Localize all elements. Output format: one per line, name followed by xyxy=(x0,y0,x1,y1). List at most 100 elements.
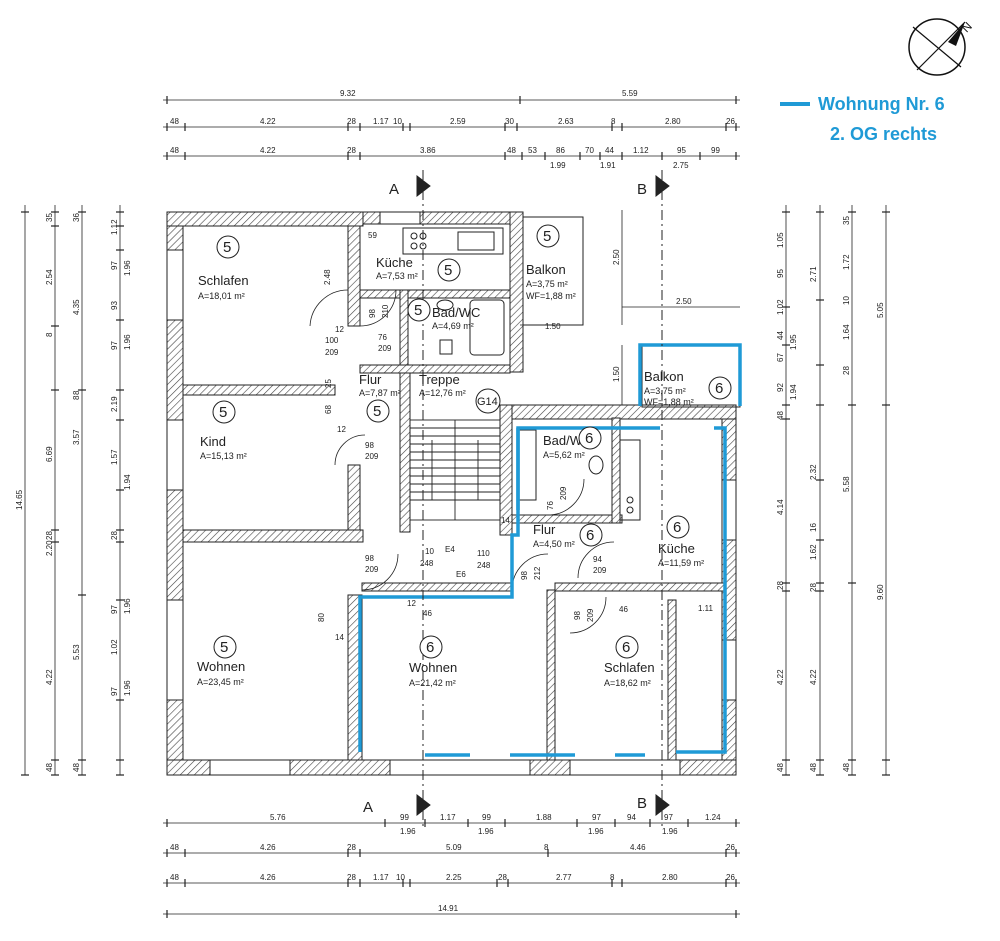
dim-left3-14: 1.96 xyxy=(123,598,132,614)
dim-right2-0: 35 xyxy=(842,216,851,225)
dim-inner-209g: 209 xyxy=(586,608,595,622)
dim-bot2-4: 8 xyxy=(544,843,549,852)
dim-left2-3: 8 xyxy=(45,332,54,337)
dim-bot1-0: 5.76 xyxy=(270,813,286,822)
dim-bot1-8: 1.96 xyxy=(588,827,604,836)
room-name: Küche xyxy=(658,541,695,556)
dim-inner-150a: 1.50 xyxy=(545,322,561,331)
dim-top2-7: 2.63 xyxy=(558,117,574,126)
dim-right2-1: 1.72 xyxy=(842,254,851,270)
legend-subtitle: 2. OG rechts xyxy=(830,124,938,144)
room-unit-number: 6 xyxy=(586,527,594,544)
room-area: A=7,53 m² xyxy=(376,271,418,281)
room-balkon5: 5 Balkon A=3,75 m² WF=1,88 m² xyxy=(526,224,576,301)
dim-bot2-2: 28 xyxy=(347,843,356,852)
dim-top3-3: 3.86 xyxy=(420,146,436,155)
room-unit-number: 5 xyxy=(220,639,228,656)
windows xyxy=(166,211,737,776)
room-kueche5: Küche A=7,53 m² 5 xyxy=(376,255,461,282)
dim-inner-14: 14 xyxy=(335,633,344,642)
dim-right3-2: 9.60 xyxy=(876,584,885,600)
dims-inner: 2.48 2.50 2.50 1.50 1.50 98 210 59 12 10… xyxy=(317,231,714,642)
dim-right1-10: 4.14 xyxy=(776,499,785,515)
room-area2: WF=1,88 m² xyxy=(644,397,694,407)
section-a-top: A xyxy=(389,181,399,198)
room-unit-number: 6 xyxy=(585,430,593,447)
dim-right1-1: 2.71 xyxy=(809,266,818,282)
dim-bot3-5: 2.25 xyxy=(446,873,462,882)
dim-right1-7: 1.94 xyxy=(789,384,798,400)
dim-top2-1: 4.22 xyxy=(260,117,276,126)
dim-inner-46b: 46 xyxy=(619,605,628,614)
dim-top3-8: 70 xyxy=(585,146,594,155)
dim-left2-5: 8 xyxy=(72,395,81,400)
room-name: Schlafen xyxy=(198,273,249,288)
dim-top2-4: 10 xyxy=(393,117,402,126)
dim-inner-e6: E6 xyxy=(456,570,466,579)
room-unit-number: 5 xyxy=(223,239,231,256)
room-name: Balkon xyxy=(644,369,684,384)
room-treppe: Treppe A=12,76 m² G14 xyxy=(419,372,501,414)
room-name: Kind xyxy=(200,434,226,449)
dim-inner-209a: 209 xyxy=(325,348,339,357)
dim-left3-3: 1.96 xyxy=(123,260,132,276)
dim-right3-0: 5.05 xyxy=(876,302,885,318)
dim-bot1-10: 97 xyxy=(664,813,673,822)
dim-left1-0: 14.65 xyxy=(15,489,24,510)
dim-top3-1: 4.22 xyxy=(260,146,276,155)
dim-right3-1: 5.58 xyxy=(842,476,851,492)
room-area: A=18,01 m² xyxy=(198,291,245,301)
legend-title: Wohnung Nr. 6 xyxy=(818,94,945,114)
dim-right1-9: 48 xyxy=(776,411,785,420)
dim-top2-10: 26 xyxy=(726,117,735,126)
dim-bot2-5: 4.46 xyxy=(630,843,646,852)
dim-bot3-4: 10 xyxy=(396,873,405,882)
room-area: A=21,42 m² xyxy=(409,678,456,688)
room-area: A=4,50 m² xyxy=(533,539,575,549)
dim-left2-9: 5.53 xyxy=(72,644,81,660)
dim-inner-98a: 98 xyxy=(368,309,377,318)
dim-left3-5: 97 xyxy=(110,341,119,350)
dim-left3-9: 3.57 xyxy=(72,429,81,445)
dim-bot2-6: 26 xyxy=(726,843,735,852)
room-area: A=23,45 m² xyxy=(197,677,244,687)
room-name: Flur xyxy=(359,372,382,387)
dim-top3-11: 1.12 xyxy=(633,146,649,155)
room-unit-number: 6 xyxy=(715,380,723,397)
dim-inner-12c: 12 xyxy=(407,599,416,608)
room-bad5: 5 Bad/WC A=4,69 m² xyxy=(407,298,480,331)
bath5-fixtures xyxy=(436,299,505,356)
dim-bot1-1: 99 xyxy=(400,813,409,822)
dim-inner-76a: 76 xyxy=(378,333,387,342)
unit6-outline xyxy=(358,343,742,757)
dim-bot1-9: 94 xyxy=(627,813,636,822)
room-name: Wohnen xyxy=(409,660,457,675)
dim-left3-11: 1.94 xyxy=(123,474,132,490)
kitchen5-counter xyxy=(402,227,504,255)
dim-top2-6: 30 xyxy=(505,117,514,126)
dim-inner-248b: 248 xyxy=(420,559,434,568)
room-name: Küche xyxy=(376,255,413,270)
dim-right2-8: 28 xyxy=(809,583,818,592)
dim-top2-0: 48 xyxy=(170,117,179,126)
dim-inner-209c: 209 xyxy=(365,452,379,461)
section-b-bottom: B xyxy=(637,795,647,812)
room-area: A=18,62 m² xyxy=(604,678,651,688)
dimension-ticks xyxy=(21,96,890,918)
stairs xyxy=(409,419,501,521)
dim-left3-15: 1.02 xyxy=(110,639,119,655)
dim-bot3-2: 28 xyxy=(347,873,356,882)
dim-left2-7: 28 xyxy=(45,531,54,540)
dim-bot1-11: 1.96 xyxy=(662,827,678,836)
dim-right2-5: 2.32 xyxy=(809,464,818,480)
room-bad6: Bad/WC A=5,62 m² 6 xyxy=(543,426,602,460)
dim-right1-0: 1.05 xyxy=(776,232,785,248)
dim-top3-14: 99 xyxy=(711,146,720,155)
dim-left2-8: 4.22 xyxy=(45,669,54,685)
dim-right1-5: 1.95 xyxy=(789,334,798,350)
dim-right2-3: 1.64 xyxy=(842,324,851,340)
room-area: A=15,13 m² xyxy=(200,451,247,461)
room-flur5: Flur A=7,87 m² 5 xyxy=(359,372,401,423)
dim-inner-80: 80 xyxy=(317,613,326,622)
